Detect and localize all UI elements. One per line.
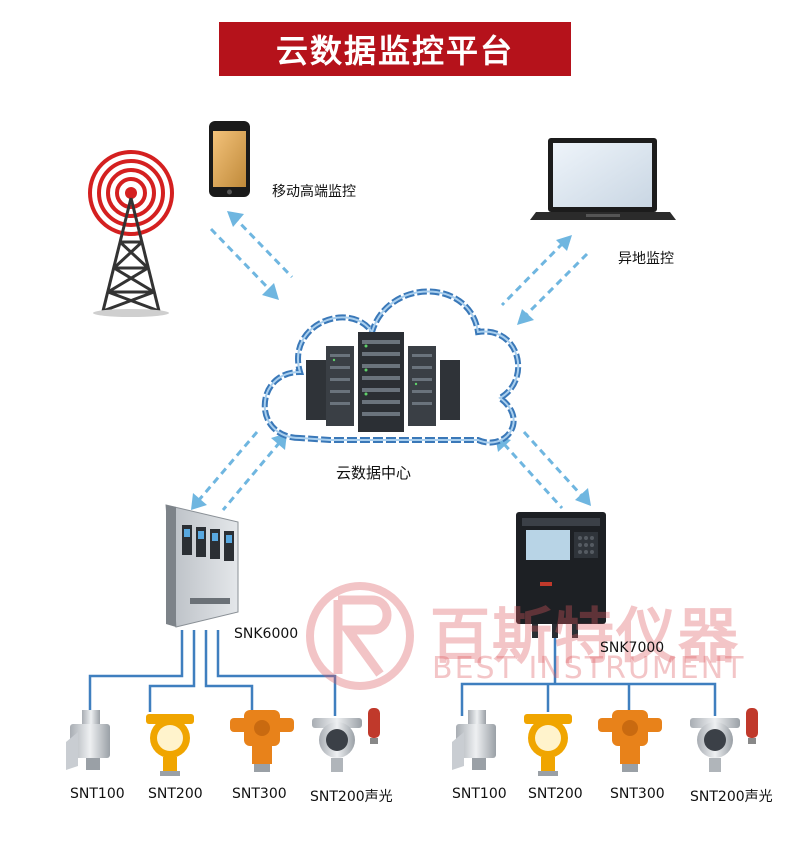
signal-tower-icon xyxy=(90,152,172,317)
sensor-snt300-icon xyxy=(598,710,662,772)
wiring-left xyxy=(90,630,335,716)
label-sensor-right-1: SNT100 xyxy=(452,786,507,802)
cloud-data-center-icon xyxy=(265,292,518,443)
laptop-icon xyxy=(530,138,676,220)
sensor-snt300-icon xyxy=(230,710,294,772)
watermark-logo-icon xyxy=(310,586,410,686)
snk6000-controller-icon xyxy=(166,505,238,627)
sensor-snt200-alarm-icon xyxy=(690,708,758,772)
label-sensor-left-1: SNT100 xyxy=(70,786,125,802)
label-sensor-right-3: SNT300 xyxy=(610,786,665,802)
watermark-text-en: BEST INSTRUMENT xyxy=(432,651,746,686)
label-sensor-right-4: SNT200声光 xyxy=(690,786,773,806)
smartphone-icon xyxy=(209,121,250,197)
label-cloud-data-center: 云数据中心 xyxy=(336,462,411,483)
label-sensor-left-3: SNT300 xyxy=(232,786,287,802)
label-snk7000: SNK7000 xyxy=(600,640,664,656)
label-remote-monitoring: 异地监控 xyxy=(618,248,674,268)
sensor-snt100-icon xyxy=(452,710,496,770)
sensor-snt200-icon xyxy=(524,714,572,776)
label-mobile-monitoring: 移动高端监控 xyxy=(272,181,356,201)
label-snk6000: SNK6000 xyxy=(234,626,298,642)
sensor-snt200-icon xyxy=(146,714,194,776)
label-sensor-left-2: SNT200 xyxy=(148,786,203,802)
label-sensor-left-4: SNT200声光 xyxy=(310,786,393,806)
sensor-snt100-icon xyxy=(66,710,110,770)
sensor-snt200-alarm-icon xyxy=(312,708,380,772)
label-sensor-right-2: SNT200 xyxy=(528,786,583,802)
